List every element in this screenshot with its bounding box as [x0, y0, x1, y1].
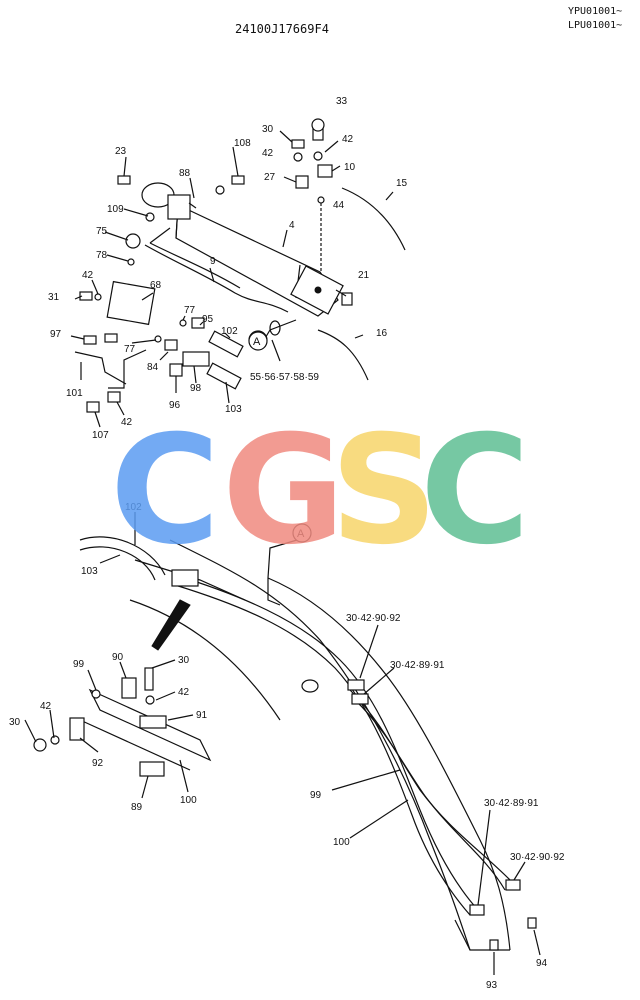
callout-15: 15 [396, 178, 408, 189]
callout-89: 89 [131, 802, 143, 813]
detail-marker-a-lower: A [292, 523, 312, 543]
callout-55-59: 55·56·57·58·59 [250, 372, 319, 383]
callout-108: 108 [234, 138, 251, 149]
callout-30-42-89-91: 30·42·89·91 [484, 798, 539, 809]
callout-30: 30 [262, 124, 274, 135]
callout-99: 99 [310, 790, 322, 801]
callout-102: 102 [221, 326, 238, 337]
callout-99: 99 [73, 659, 85, 670]
callout-92: 92 [92, 758, 104, 769]
callout-21: 21 [358, 270, 370, 281]
callout-103: 103 [81, 566, 98, 577]
callout-88: 88 [179, 168, 191, 179]
callout-33: 33 [336, 96, 348, 107]
callout-98: 98 [190, 383, 202, 394]
callout-84: 84 [147, 362, 159, 373]
callout-96: 96 [169, 400, 181, 411]
callout-labels: 33 30 42 108 42 10 23 88 27 15 44 109 4 … [9, 96, 565, 991]
callout-77: 77 [184, 305, 196, 316]
callout-42: 42 [342, 134, 354, 145]
callout-77: 77 [124, 344, 136, 355]
callout-16: 16 [376, 328, 388, 339]
watermark-letter-c: C [420, 404, 530, 578]
clamp-detail [33, 667, 212, 777]
callout-30: 30 [178, 655, 190, 666]
callout-97: 97 [50, 329, 62, 340]
callout-27: 27 [264, 172, 276, 183]
boom-pipes [79, 536, 537, 951]
callout-42: 42 [262, 148, 274, 159]
lower-leader-lines [24, 512, 541, 975]
serial-range-2: LPU01001~ [568, 20, 623, 31]
callout-107: 107 [92, 430, 109, 441]
callout-78: 78 [96, 250, 108, 261]
callout-103: 103 [225, 404, 242, 415]
callout-42: 42 [121, 417, 133, 428]
watermark-letter-c: C [110, 404, 220, 578]
callout-68: 68 [150, 280, 162, 291]
callout-44: 44 [333, 200, 345, 211]
callout-10: 10 [344, 162, 356, 173]
svg-text:A: A [253, 336, 261, 348]
callout-91: 91 [196, 710, 208, 721]
drawing-number: 24100J17669F4 [235, 22, 329, 36]
cgsc-watermark: C G S C [110, 404, 530, 578]
watermark-letter-g: G [222, 404, 345, 578]
callout-42: 42 [40, 701, 52, 712]
callout-23: 23 [115, 146, 127, 157]
callout-42: 42 [178, 687, 190, 698]
callout-30-42-90-92: 30·42·90·92 [510, 852, 565, 863]
callout-93: 93 [486, 980, 498, 991]
callout-30: 30 [9, 717, 21, 728]
callout-9: 9 [210, 256, 216, 267]
upper-leader-lines [70, 130, 394, 428]
callout-100: 100 [333, 837, 350, 848]
callout-109: 109 [107, 204, 124, 215]
cylinder-assembly [141, 182, 344, 317]
callout-101: 101 [66, 388, 83, 399]
callout-102: 102 [125, 502, 142, 513]
callout-75: 75 [96, 226, 108, 237]
detail-marker-a-upper: A [248, 331, 268, 351]
callout-30-42-90-92: 30·42·90·92 [346, 613, 401, 624]
watermark-letter-s: S [330, 404, 438, 578]
upper-fittings [79, 118, 353, 413]
callout-95: 95 [202, 314, 214, 325]
callout-94: 94 [536, 958, 548, 969]
boom-structure [129, 539, 511, 951]
upper-pipes [74, 187, 406, 385]
serial-range-1: YPU01001~ [568, 6, 623, 17]
callout-100: 100 [180, 795, 197, 806]
svg-text:A: A [297, 528, 305, 540]
callout-31: 31 [48, 292, 60, 303]
callout-4: 4 [289, 220, 295, 231]
callout-90: 90 [112, 652, 124, 663]
callout-30-42-89-91: 30·42·89·91 [390, 660, 445, 671]
callout-42: 42 [82, 270, 94, 281]
